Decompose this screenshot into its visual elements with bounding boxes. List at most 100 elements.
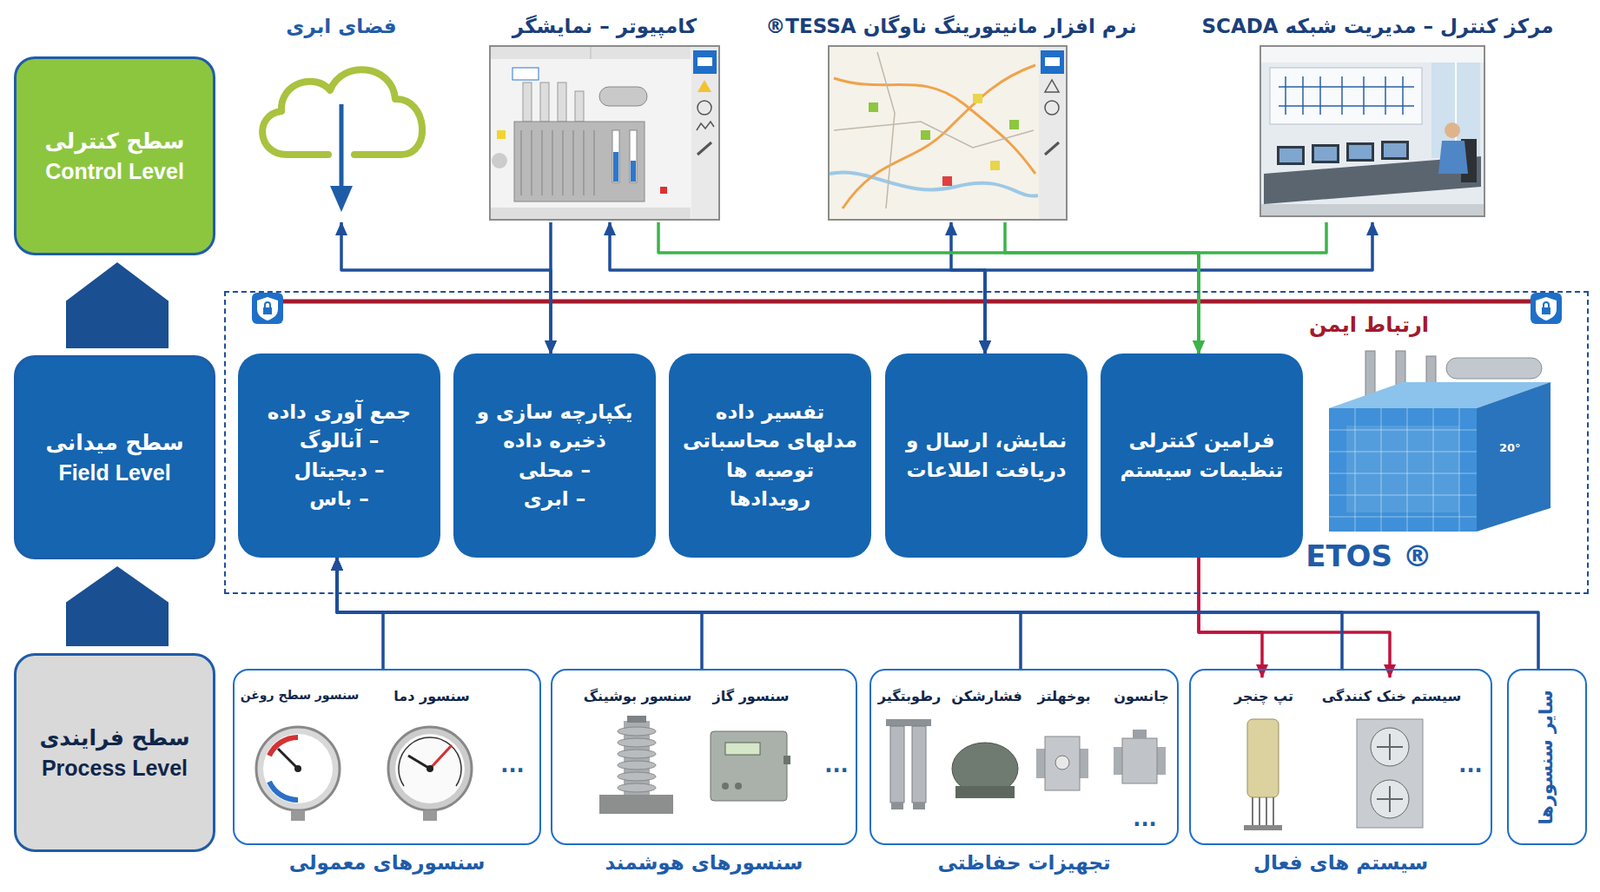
temperature-readout: 20° — [1497, 441, 1523, 456]
function-box-text: تنظیمات سیستم — [1109, 456, 1295, 485]
etos-transformer-part-part — [1328, 495, 1477, 496]
etos-transformer-part-part — [1328, 451, 1477, 453]
bushing-sensor-part — [617, 727, 656, 736]
fleet-map-screen-part — [842, 65, 1036, 209]
oil-level-gauge-part — [294, 765, 302, 773]
fleet-map-screen-part — [868, 102, 879, 113]
temperature-gauge-part — [395, 733, 465, 804]
control-room-photo-part — [1276, 145, 1305, 166]
computer-screen-part-part — [551, 130, 554, 196]
function-box: فرامین کنترلیتنظیمات سیستم — [1100, 353, 1303, 558]
tap-changer-part — [1247, 719, 1279, 798]
dehydrating-breather-part — [891, 802, 904, 810]
oil-level-gauge-part — [277, 748, 298, 769]
computer-screen-part-part — [530, 130, 533, 196]
computer-screen-part-part — [572, 130, 575, 196]
screen-panel-text: نرم افزار مانیتورینگ ناوگان TESSA® — [765, 13, 1137, 40]
etos-frame: ارتباط ایمنETOS ®جمع آوری داده– آنالوگ– … — [224, 290, 1589, 595]
function-box-text: رویدادها — [677, 484, 863, 514]
computer-screen-part — [522, 82, 532, 122]
computer-screen-part-part — [520, 130, 523, 196]
pressure-relief-device — [952, 742, 1019, 799]
gas-sensor-part — [721, 782, 729, 790]
etos-transformer-part-part — [1355, 408, 1356, 532]
etos-transformer-part — [1365, 350, 1376, 397]
dehydrating-breather-part — [912, 726, 926, 803]
secure-link-line — [283, 301, 1531, 303]
buchholz-relay-part — [1055, 755, 1070, 770]
lock-icon — [1530, 292, 1562, 324]
control-room-photo — [1260, 46, 1485, 217]
cooling-unit — [1356, 719, 1423, 828]
fleet-map-screen-part — [833, 121, 1034, 148]
temperature-gauge-part — [429, 745, 452, 769]
level-box: سطح فرایندیProcess Level — [13, 653, 216, 853]
device-item: سنسور سطح روغن — [243, 677, 357, 836]
oil-level-gauge-part — [256, 727, 340, 811]
tap-changer-part-part — [1272, 797, 1275, 826]
fleet-map-screen-part — [1040, 50, 1065, 74]
connector — [1004, 222, 1199, 354]
device-item-text: سنسور گاز — [713, 687, 790, 706]
function-box: نمایش، ارسال و دریافت اطلاعات — [885, 353, 1088, 558]
bushing-sensor-part — [617, 738, 656, 748]
dehydrating-breather-part — [885, 719, 932, 727]
level-box-text: Process Level — [23, 753, 206, 784]
control-room-photo-part-part — [1341, 76, 1343, 115]
bushing-sensor — [599, 715, 674, 814]
fleet-map-screen-part — [920, 130, 931, 140]
computer-screen-part — [557, 82, 567, 122]
computer-screen-part — [612, 130, 620, 183]
fleet-map-screen-part — [942, 176, 953, 186]
buchholz-relay-part — [1079, 748, 1089, 779]
lock-icon-part — [1543, 302, 1549, 308]
device-item: بوخهلتز — [1027, 677, 1101, 836]
temperature-gauge-part — [408, 755, 430, 769]
cloud-panel: فضای ابری — [245, 6, 437, 223]
screen-panel: کامپیوتر – نمایشگر — [482, 6, 728, 223]
level-box: سطح کنترلیControl Level — [13, 56, 216, 256]
bushing-sensor-part — [627, 715, 647, 723]
function-box-text: – محلی — [462, 456, 648, 485]
connector — [951, 222, 986, 354]
oil-level-gauge-part — [263, 733, 333, 804]
dehydrating-breather-part — [912, 802, 926, 810]
control-room-photo-part-part — [1401, 76, 1404, 115]
device-item: رطوبتگیر — [872, 677, 946, 836]
computer-screen-part — [697, 79, 712, 93]
temperature-gauge-part — [423, 810, 437, 821]
ellipsis-mark: ... — [496, 753, 529, 777]
device-item-text: سنسور سطح روغن — [240, 687, 360, 704]
computer-screen-part-part — [561, 130, 564, 196]
control-room-photo-part — [1269, 67, 1422, 125]
computer-screen-part — [540, 82, 549, 122]
computer-screen-part — [696, 121, 715, 131]
bushing-sensor-part — [617, 749, 656, 759]
control-room-photo-part — [1314, 146, 1337, 161]
fleet-map-screen-part — [833, 78, 1036, 174]
control-room-photo-part — [1438, 140, 1468, 174]
control-room-photo-part — [1383, 143, 1407, 158]
ellipsis-mark: ... — [1454, 753, 1487, 777]
control-room-photo-part-part — [1278, 105, 1415, 107]
etos-transformer-part-part — [1433, 408, 1435, 532]
device-group: سنسورهای هوشمندسنسور بوشینگسنسور گاز — [550, 668, 858, 846]
cooling-unit-part — [1370, 780, 1409, 819]
etos-transformer-part — [1476, 382, 1551, 532]
function-box-text: جمع آوری داده — [246, 397, 432, 427]
screen-panel: مرکز کنترل – مدیریت شبکه SCADA — [1163, 6, 1592, 223]
fleet-map-screen-part — [1038, 46, 1066, 219]
device-item-text: سیستم خنک کنندگی — [1322, 687, 1462, 706]
etos-transformer — [1328, 350, 1551, 532]
cooling-unit-part — [1356, 719, 1423, 828]
computer-screen-part — [496, 130, 506, 139]
control-room-photo-part — [1260, 46, 1485, 217]
device-item-text: سنسور دما — [393, 687, 470, 706]
oil-level-gauge — [256, 727, 340, 821]
etos-transformer-part-part — [1381, 408, 1382, 532]
lock-icon — [251, 292, 284, 324]
cooling-unit-part-part — [1388, 786, 1391, 813]
device-item: سنسور گاز — [709, 677, 793, 836]
fleet-map-screen-part — [1009, 119, 1019, 130]
device-item: تپ چنجر — [1220, 677, 1308, 836]
